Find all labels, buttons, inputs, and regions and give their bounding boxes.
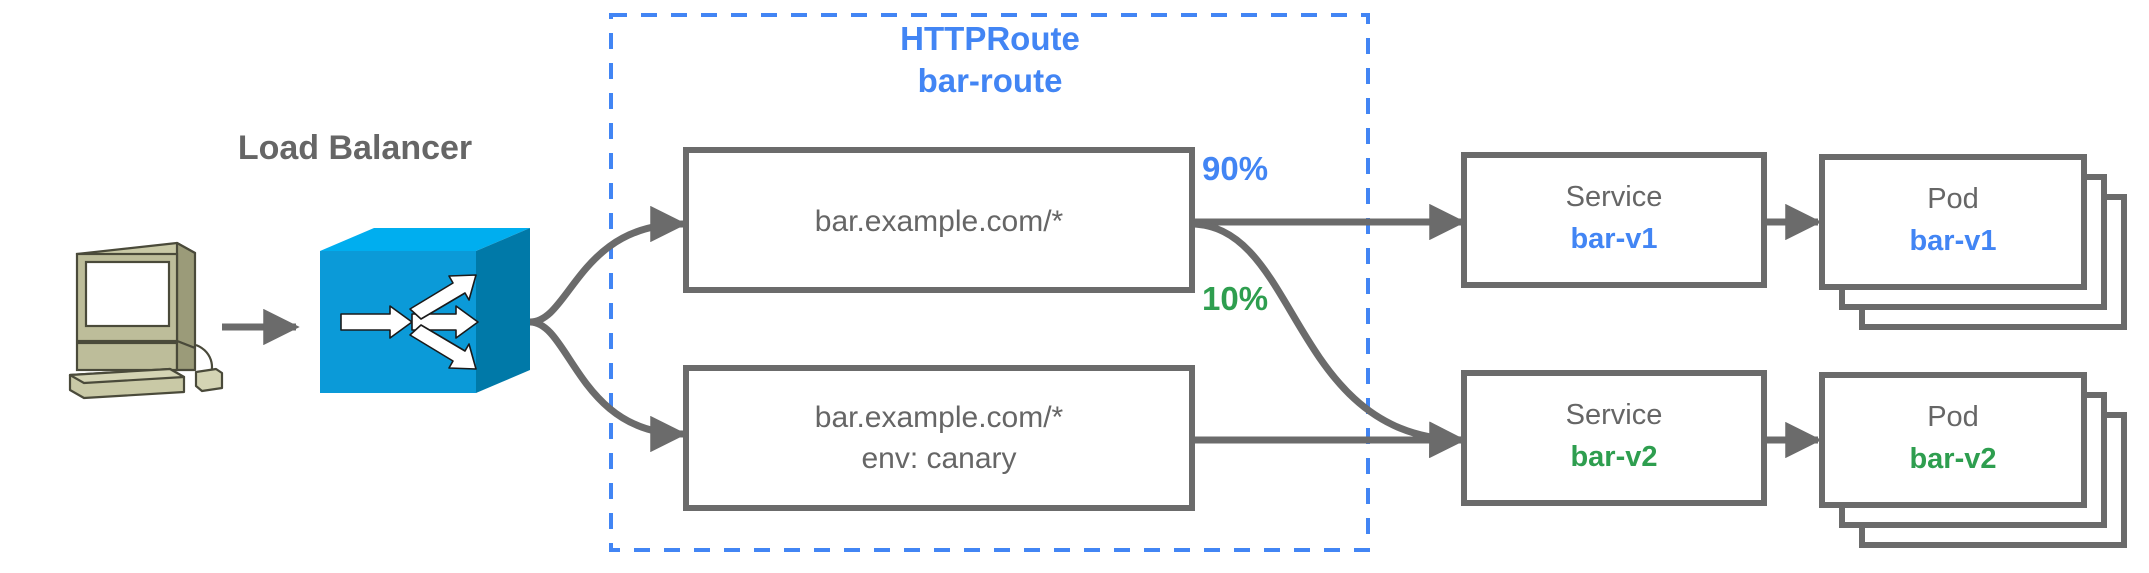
rule-box-primary: [683, 147, 1195, 293]
pod-stack-bar-v2: [1819, 372, 2127, 548]
rule-canary-match-label: bar.example.com/*: [814, 401, 1064, 434]
pod-v2-kind-label: Pod: [1927, 401, 1979, 433]
rule-canary-header-label: env: canary: [861, 442, 1017, 475]
weight-label-90: 90%: [1202, 150, 1269, 187]
weight-label-10: 10%: [1202, 280, 1269, 317]
pod-v1-name-label: bar-v1: [1909, 225, 1997, 257]
service-box-bar-v1: [1461, 152, 1767, 288]
rule-primary-match-label: bar.example.com/*: [814, 205, 1064, 238]
arrow-weight-10: [1191, 220, 1466, 458]
service-v2-kind-label: Service: [1565, 399, 1663, 431]
service-v1-name-label: bar-v1: [1570, 223, 1658, 255]
service-v1-kind-label: Service: [1565, 181, 1663, 213]
load-balancer-switch-icon: [320, 228, 530, 393]
service-box-bar-v2: [1461, 370, 1767, 506]
httproute-boundary: [609, 13, 1370, 552]
httproute-kind-label: HTTPRoute: [900, 20, 1080, 57]
pod-stack-bar-v1: [1819, 154, 2127, 330]
rule-box-canary: [683, 365, 1195, 511]
service-v2-name-label: bar-v2: [1570, 441, 1658, 473]
arrow-lb-to-rule-primary: [529, 205, 687, 326]
pod-v2-name-label: bar-v2: [1909, 443, 1997, 475]
pod-v1-kind-label: Pod: [1927, 183, 1979, 215]
httproute-name-label: bar-route: [917, 62, 1063, 99]
load-balancer-label: Load Balancer: [237, 129, 473, 167]
arrow-lb-to-rule-canary: [529, 318, 687, 453]
workstation-icon: [68, 241, 224, 400]
